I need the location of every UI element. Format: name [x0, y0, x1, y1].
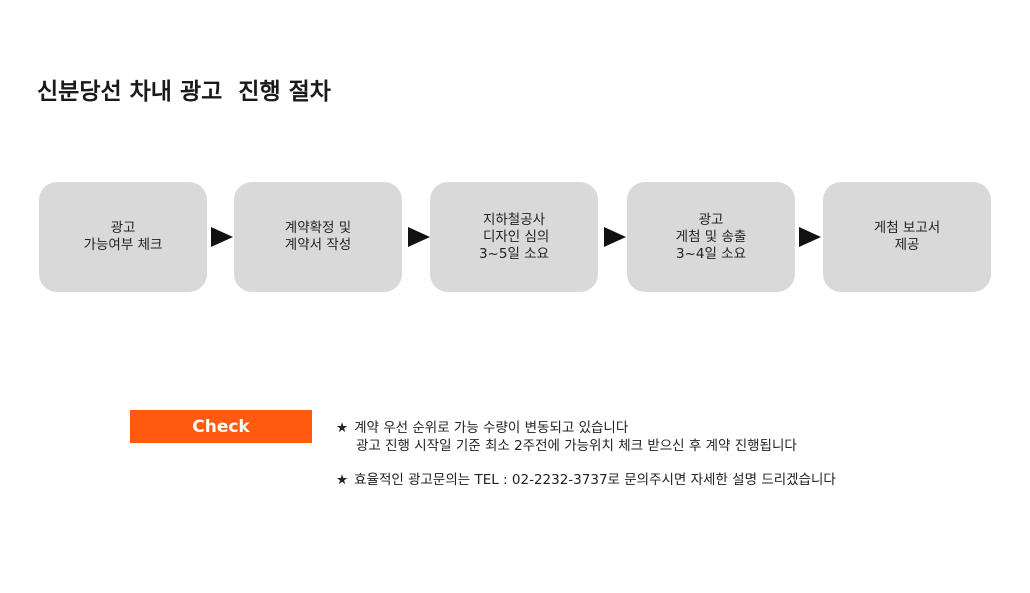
check-badge: Check: [130, 410, 312, 443]
note-text: 계약 우선 순위로 가능 수량이 변동되고 있습니다: [354, 420, 629, 436]
step-design-review: 지하철공사 디자인 심의 3~5일 소요: [430, 182, 598, 292]
step-label: 광고: [110, 220, 136, 236]
step-label: 3~5일 소요: [478, 245, 550, 262]
step-posting-broadcast: 광고 게첨 및 송출 3~4일 소요: [627, 182, 795, 292]
right-arrow-icon: [408, 227, 430, 247]
page-title: 신분당선 차내 광고 진행 절차: [37, 79, 331, 105]
step-label: 가능여부 체크: [83, 237, 163, 253]
right-arrow-icon: [799, 227, 821, 247]
step-label: 계약확정 및: [284, 220, 352, 236]
process-steps: 광고 가능여부 체크 계약확정 및 계약서 작성 지하철공사 디자인 심의 3~…: [39, 182, 991, 292]
step-label: 게첨 보고서: [873, 220, 941, 236]
star-icon: ★: [336, 472, 349, 488]
step-label: 디자인 심의: [478, 228, 550, 245]
star-icon: ★: [336, 420, 349, 436]
note-text: 효율적인 광고문의는 TEL : 02-2232-3737로 문의주시면 자세한…: [354, 472, 836, 488]
step-label: 광고: [698, 211, 724, 228]
step-posting-report: 게첨 보고서 제공: [823, 182, 991, 292]
step-ad-availability-check: 광고 가능여부 체크: [39, 182, 207, 292]
note-item: ★ 효율적인 광고문의는 TEL : 02-2232-3737로 문의주시면 자세…: [336, 471, 836, 489]
right-arrow-icon: [211, 227, 233, 247]
step-label: 게첨 및 송출: [675, 228, 747, 245]
step-label: 지하철공사: [482, 211, 546, 228]
note-item: ★ 계약 우선 순위로 가능 수량이 변동되고 있습니다: [336, 419, 836, 437]
step-label: 3~4일 소요: [675, 245, 747, 262]
notes: ★ 계약 우선 순위로 가능 수량이 변동되고 있습니다 광고 진행 시작일 기준…: [336, 419, 836, 489]
step-label: 제공: [894, 237, 920, 253]
right-arrow-icon: [604, 227, 626, 247]
step-label: 계약서 작성: [284, 237, 352, 253]
step-contract-confirmation: 계약확정 및 계약서 작성: [234, 182, 402, 292]
note-text: 광고 진행 시작일 기준 최소 2주전에 가능위치 체크 받으신 후 계약 진행…: [356, 438, 797, 454]
